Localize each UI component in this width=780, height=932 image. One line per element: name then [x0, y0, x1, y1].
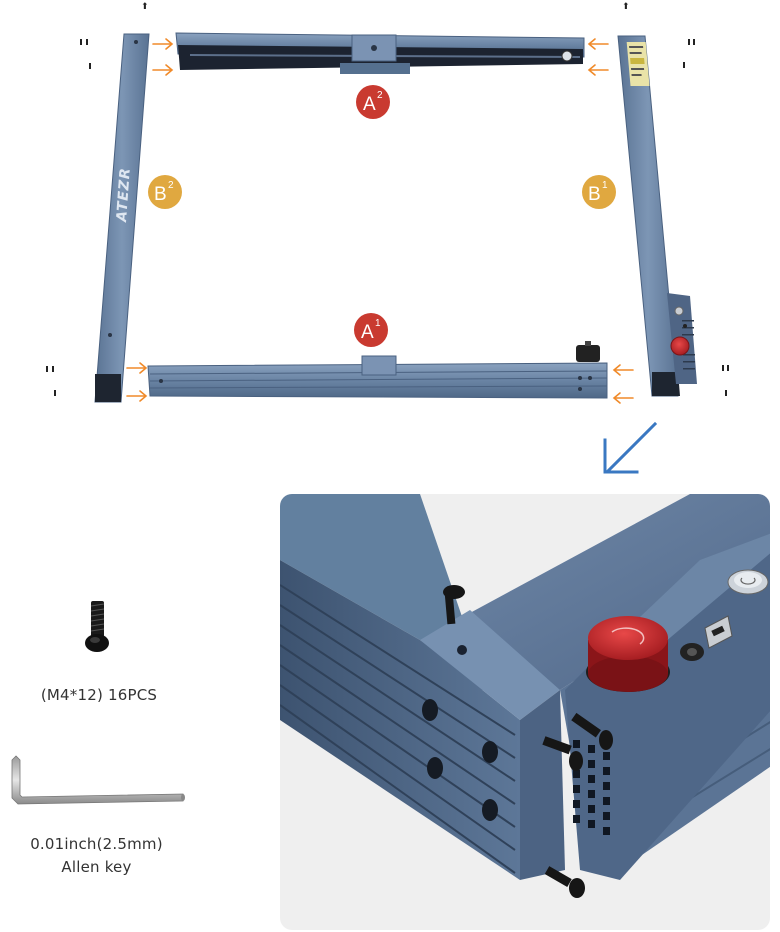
badge-b1: B 1 [582, 175, 616, 209]
usb-port-icon [704, 615, 733, 649]
svg-text:2: 2 [168, 180, 174, 191]
right-rail-b1 [617, 35, 697, 397]
badge-a1: A 1 [354, 313, 388, 347]
allen-key-name: Allen key [61, 858, 132, 876]
svg-text:B: B [588, 184, 601, 205]
front-rail-a1 [147, 341, 608, 399]
rear-rail-a2 [175, 32, 585, 74]
dc-jack-icon [680, 643, 704, 661]
allen-key-size: 0.01inch(2.5mm) [30, 835, 163, 853]
svg-text:A: A [363, 94, 376, 115]
corner-detail-photo [280, 494, 770, 930]
insert-direction-arrows [126, 38, 634, 404]
svg-text:A: A [361, 322, 374, 343]
allen-key-caption: 0.01inch(2.5mm) Allen key [14, 833, 179, 879]
allen-key-icon [11, 755, 185, 805]
badge-a2: A 2 [356, 85, 390, 119]
svg-text:B: B [154, 184, 167, 205]
svg-text:⬆: ⬆ [141, 1, 149, 11]
svg-text:1: 1 [602, 180, 608, 191]
badge-b2: B 2 [148, 175, 182, 209]
loose-screw-markers: ⬆ ⬆ [46, 1, 729, 396]
floating-screws [443, 585, 613, 898]
svg-text:⬆: ⬆ [622, 1, 630, 11]
svg-text:1: 1 [375, 318, 381, 329]
emergency-stop-icon [670, 336, 690, 356]
screw-caption: (M4*12) 16PCS [40, 686, 158, 704]
power-button-icon [727, 569, 769, 595]
emergency-stop-icon [586, 616, 670, 692]
direction-arrow-icon [603, 421, 658, 474]
left-rail-b2: ATEZR [94, 33, 150, 403]
brand-logo-text: ATEZR [114, 167, 134, 224]
screw-icon [85, 601, 109, 652]
svg-text:2: 2 [377, 90, 383, 101]
